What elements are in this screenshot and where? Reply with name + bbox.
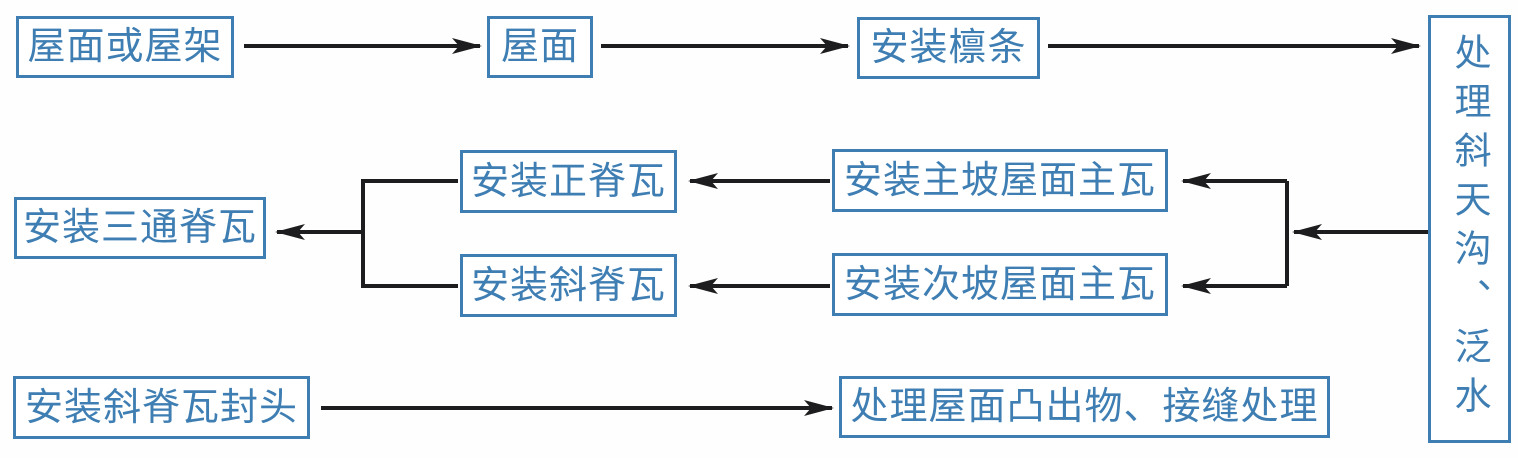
- node-treat-valley-flashing-label: 处理斜天沟、泛水: [1449, 33, 1490, 425]
- node-treat-protrusions-joints: 处理屋面凸出物、接缝处理: [839, 376, 1330, 438]
- node-install-secondary-slope-tile-label: 安装次坡屋面主瓦: [843, 263, 1156, 306]
- node-install-hip-ridge-end-cap: 安装斜脊瓦封头: [13, 376, 310, 439]
- fork-left-bracket-line: [361, 179, 458, 288]
- node-install-main-ridge-tile: 安装正脊瓦: [460, 150, 677, 213]
- node-install-hip-ridge-tile-label: 安装斜脊瓦: [470, 264, 666, 307]
- node-roof-or-truss-label: 屋面或屋架: [27, 26, 223, 68]
- node-install-secondary-slope-tile: 安装次坡屋面主瓦: [832, 253, 1168, 316]
- node-install-hip-ridge-tile: 安装斜脊瓦: [460, 254, 677, 317]
- node-install-main-slope-tile: 安装主坡屋面主瓦: [832, 149, 1168, 212]
- node-install-hip-ridge-end-cap-label: 安装斜脊瓦封头: [24, 386, 298, 429]
- node-install-purlins-label: 安装檩条: [870, 27, 1027, 69]
- node-install-three-way-ridge-tile-label: 安装三通脊瓦: [22, 207, 257, 249]
- node-install-main-ridge-tile-label: 安装正脊瓦: [470, 160, 666, 203]
- node-treat-valley-flashing: 处理斜天沟、泛水: [1428, 15, 1511, 443]
- node-install-main-slope-tile-label: 安装主坡屋面主瓦: [843, 159, 1156, 202]
- node-treat-protrusions-joints-label: 处理屋面凸出物、接缝处理: [850, 386, 1319, 428]
- node-install-purlins: 安装檩条: [857, 17, 1040, 79]
- node-roof-label: 屋面: [500, 26, 579, 68]
- node-install-three-way-ridge-tile: 安装三通脊瓦: [14, 197, 266, 259]
- node-roof-or-truss: 屋面或屋架: [16, 16, 234, 78]
- node-roof: 屋面: [487, 16, 593, 78]
